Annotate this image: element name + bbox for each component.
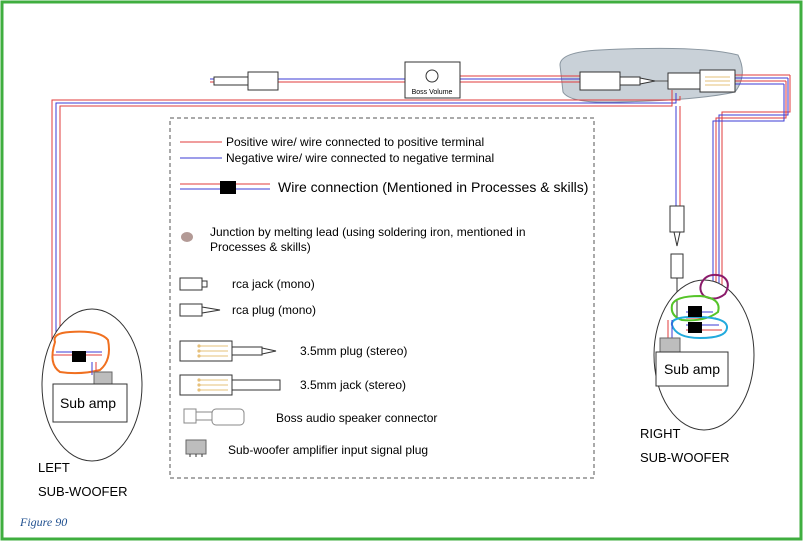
right-highlight-green — [670, 294, 720, 322]
right-wire-connection-1 — [688, 306, 702, 317]
legend-wire-connection: Wire connection (Mentioned in Processes … — [180, 179, 588, 195]
legend-boss-connector: Boss audio speaker connector — [183, 408, 437, 426]
boss-volume-box[interactable]: Boss Volume — [404, 61, 461, 99]
legend-box — [169, 117, 595, 479]
right-sub-amp-label: Sub amp — [664, 361, 720, 377]
figure-caption: Figure 90 — [19, 515, 67, 529]
legend-negative-label: Negative wire/ wire connected to negativ… — [226, 151, 494, 165]
legend-positive: Positive wire/ wire connected to positiv… — [180, 135, 484, 149]
left-sub-plug-icon — [93, 371, 113, 385]
legend-junction: Junction by melting lead (using solderin… — [181, 225, 526, 254]
legend-wire-connection-label: Wire connection (Mentioned in Processes … — [278, 179, 588, 195]
legend-35-plug: 3.5mm plug (stereo) — [179, 340, 407, 362]
legend-35-plug-label: 3.5mm plug (stereo) — [300, 344, 407, 358]
left-sub-amp-label: Sub amp — [60, 395, 116, 411]
rca-plug-vertical — [669, 205, 685, 247]
right-sub-amp — [655, 351, 729, 387]
stereo-plug-right — [667, 69, 736, 93]
junction-dot-icon — [181, 232, 193, 242]
rca-jack-vertical — [670, 253, 684, 300]
legend-junction-label-1: Junction by melting lead (using solderin… — [210, 225, 526, 239]
left-subwoofer: Sub amp — [41, 308, 143, 462]
stereo-jack-left — [213, 71, 279, 91]
volume-knob-icon — [425, 69, 439, 83]
boss-volume-label: Boss Volume — [412, 89, 453, 96]
right-sub-title-2: SUB-WOOFER — [640, 450, 730, 465]
right-highlight-purple — [699, 273, 729, 300]
right-sub-plug-icon — [659, 337, 681, 353]
left-highlight-orange — [51, 330, 110, 375]
right-highlight-cyan — [670, 315, 728, 340]
legend-sub-plug-label: Sub-woofer amplifier input signal plug — [228, 443, 428, 457]
right-sub-title-1: RIGHT — [640, 426, 681, 441]
left-wire-connection — [72, 351, 86, 362]
sub-plug-icon — [185, 439, 207, 455]
legend-rca-jack-label: rca jack (mono) — [232, 277, 315, 291]
right-wire-connection-2 — [688, 322, 702, 333]
legend-35-jack: 3.5mm jack (stereo) — [179, 374, 406, 396]
left-sub-title-1: LEFT — [38, 460, 70, 475]
left-sub-title-2: SUB-WOOFER — [38, 484, 128, 499]
legend-negative: Negative wire/ wire connected to negativ… — [180, 151, 494, 165]
legend-boss-connector-label: Boss audio speaker connector — [276, 411, 437, 425]
legend-sub-plug: Sub-woofer amplifier input signal plug — [185, 439, 428, 457]
legend-rca-plug-label: rca plug (mono) — [232, 303, 316, 317]
legend-rca-jack: rca jack (mono) — [179, 277, 315, 291]
legend-35-jack-label: 3.5mm jack (stereo) — [300, 378, 406, 392]
legend-junction-label-2: Processes & skills) — [210, 240, 311, 254]
legend-rca-plug: rca plug (mono) — [179, 303, 316, 317]
legend-positive-label: Positive wire/ wire connected to positiv… — [226, 135, 484, 149]
stereo-jack-right — [579, 71, 656, 91]
right-subwoofer: Sub amp — [653, 273, 755, 431]
left-sub-amp — [52, 383, 128, 423]
